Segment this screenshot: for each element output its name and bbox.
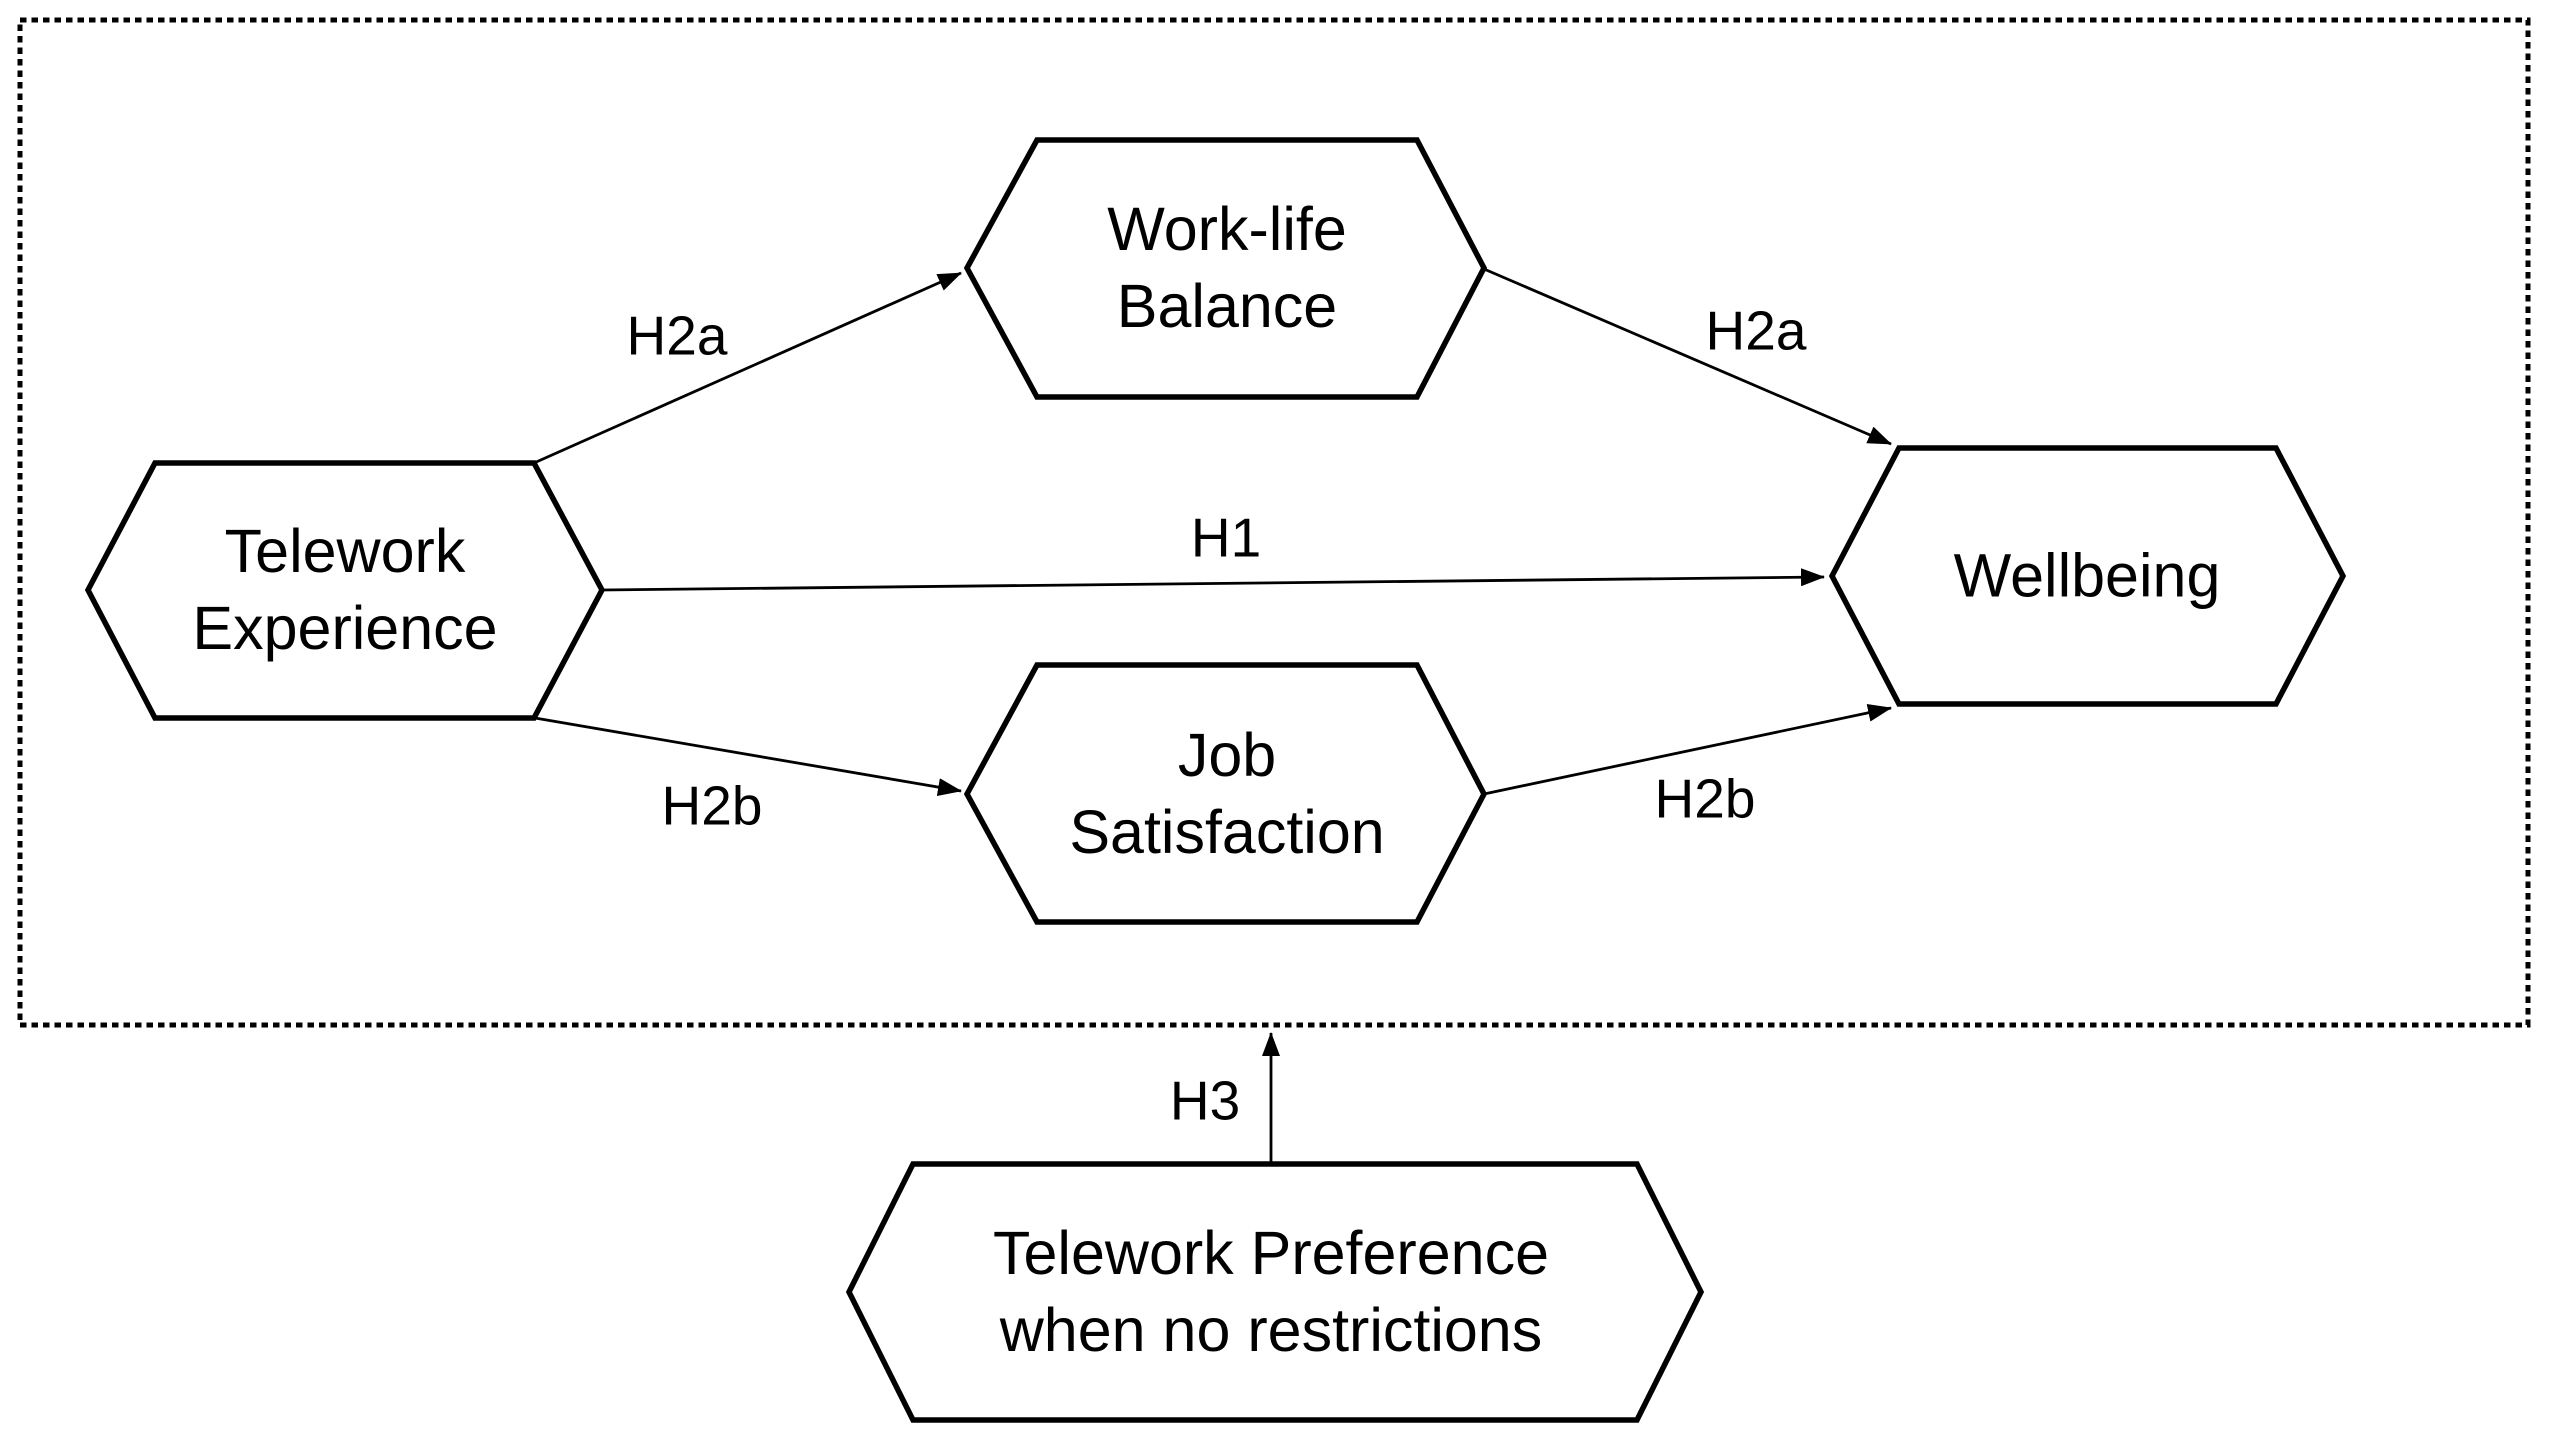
telework-preference-label-line2: when no restrictions: [999, 1296, 1543, 1364]
model-boundary-box: [17, 17, 2531, 1028]
h2b-second-segment-label: H2b: [1654, 767, 1756, 830]
telework-experience-label-line2: Experience: [192, 594, 498, 662]
h1-arrow: [601, 568, 1825, 592]
h2b-arrow-to-wellbeing: [1483, 703, 1892, 796]
h2a-arrow-to-work-life-balance: [533, 271, 962, 465]
h2b-first-segment-label: H2b: [661, 774, 763, 837]
wellbeing-label: Wellbeing: [1954, 538, 2221, 615]
work-life-balance-label-line1: Work-life: [1107, 195, 1347, 263]
h2a-first-segment-label: H2a: [626, 304, 728, 367]
telework-experience-hexagon: [84, 460, 606, 721]
work-life-balance-label: Work-life Balance: [1107, 191, 1347, 345]
telework-preference-label: Telework Preference when no restrictions: [993, 1215, 1549, 1369]
telework-experience-label: Telework Experience: [192, 513, 497, 667]
job-satisfaction-label-line1: Job: [1177, 721, 1277, 789]
telework-preference-hexagon: [845, 1161, 1705, 1423]
h2a-second-segment-label: H2a: [1705, 299, 1807, 362]
telework-preference-label-line1: Telework Preference: [992, 1219, 1550, 1287]
work-life-balance-label-line2: Balance: [1116, 272, 1338, 340]
telework-experience-label-line1: Telework: [224, 517, 466, 585]
h1-label: H1: [1190, 506, 1262, 569]
work-life-balance-hexagon: [963, 137, 1488, 400]
h2b-arrow-to-job-satisfaction: [534, 716, 962, 796]
job-satisfaction-label: Job Satisfaction: [1069, 717, 1384, 871]
wellbeing-label-line1: Wellbeing: [1953, 541, 2221, 610]
wellbeing-hexagon: [1828, 445, 2347, 707]
h2a-arrow-to-wellbeing: [1483, 267, 1892, 446]
job-satisfaction-hexagon: [963, 662, 1488, 925]
h3-label: H3: [1169, 1069, 1241, 1132]
job-satisfaction-label-line2: Satisfaction: [1069, 798, 1385, 866]
